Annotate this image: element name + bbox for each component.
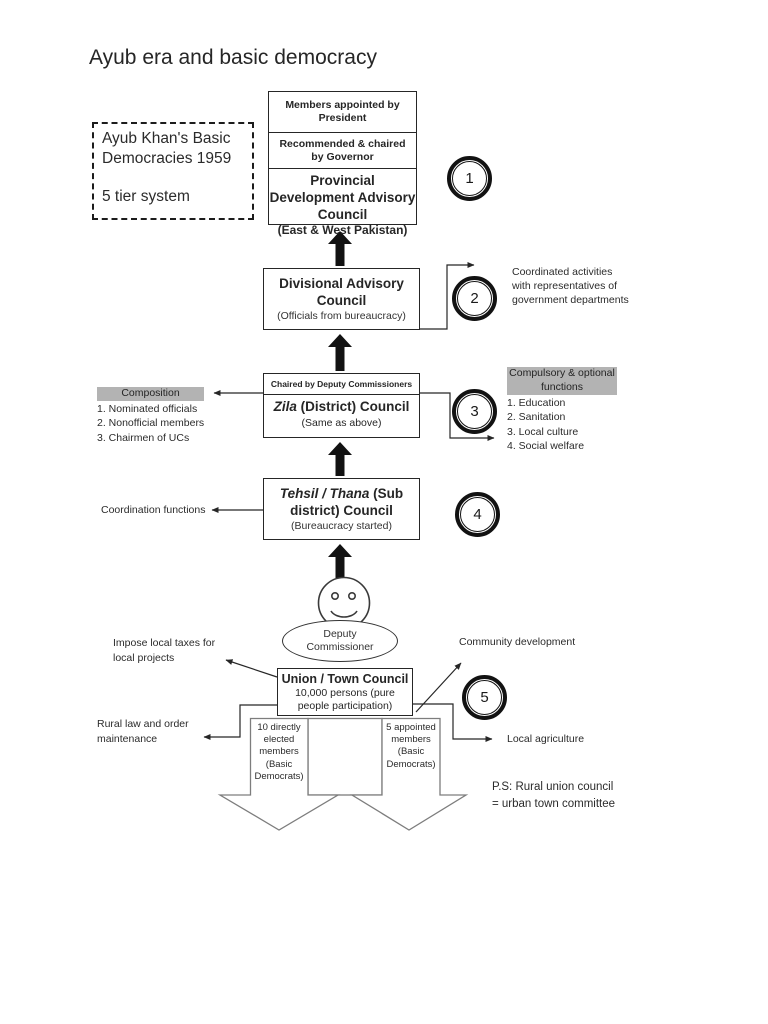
tier1-members-row: Members appointed by President — [269, 92, 416, 133]
tier2-number-badge: 2 — [452, 276, 497, 321]
connector-coordinated-activities — [420, 262, 475, 330]
composition-item: 1. Nominated officials — [97, 403, 198, 415]
intro-title: Ayub Khan's Basic Democracies 1959 — [102, 129, 231, 169]
tier4-number: 4 — [473, 506, 482, 523]
tier1-provincial-council-box: Members appointed by President Recommend… — [268, 91, 417, 237]
block-arrow-down-appointed — [349, 717, 469, 831]
intro-title-line2: Democracies 1959 — [102, 150, 232, 167]
page-title: Ayub era and basic democracy — [89, 46, 377, 69]
tier2-number: 2 — [470, 290, 479, 307]
tier5-council-name: Union / Town Council — [281, 672, 409, 686]
tier5-number-badge: 5 — [462, 675, 507, 720]
tier1-recommended-row: Recommended & chaired by Governor — [269, 133, 416, 169]
label-community-development: Community development — [459, 636, 576, 648]
tier4-annotation: Coordination functions — [101, 504, 206, 516]
flow-arrow-up-icon — [328, 334, 352, 371]
composition-list: 1. Nominated officials 2. Nonofficial me… — [97, 402, 204, 445]
flow-arrow-up-icon — [328, 231, 352, 266]
postscript-line2: = urban town committee — [492, 798, 616, 810]
tier2-divisional-council-box: Divisional Advisory Council (Officials f… — [263, 268, 420, 330]
flow-arrow-up-icon — [328, 544, 352, 578]
tier3-header: Chaired by Deputy Commissioners — [264, 374, 419, 395]
tier1-council-name: Provincial Development Advisory Council — [269, 173, 416, 222]
deputy-label-line1: Deputy — [323, 628, 357, 640]
functions-list: 1. Education 2. Sanitation 3. Local cult… — [507, 396, 584, 453]
tier2-council-note: (Officials from bureaucracy) — [277, 310, 406, 322]
connector-local-taxes — [225, 659, 278, 678]
tier3-council-name: Zila (District) Council — [264, 398, 419, 416]
connector-rural-law — [203, 704, 277, 740]
connector-community-development — [415, 662, 462, 713]
tier5-council-note: 10,000 persons (pure people participatio… — [295, 687, 395, 712]
tier1-council-name-row: Provincial Development Advisory Council … — [269, 169, 416, 237]
tier3-number: 3 — [470, 403, 479, 420]
label-rural-law: Rural law and order maintenance — [97, 718, 189, 745]
tier4-name-italic: Tehsil / Thana — [279, 486, 370, 501]
tier3-zila-council-box: Chaired by Deputy Commissioners Zila (Di… — [263, 373, 420, 438]
tier3-number-badge: 3 — [452, 389, 497, 434]
tier4-tehsil-council-box: Tehsil / Thana (Sub district) Council (B… — [263, 478, 420, 540]
deputy-commissioner-ellipse: Deputy Commissioner — [282, 620, 398, 662]
deputy-label-line2: Commissioner — [306, 641, 374, 653]
appointed-members-cell: 5 appointed members (Basic Democrats) — [386, 722, 436, 770]
composition-item: 3. Chairmen of UCs — [97, 431, 190, 444]
tier5-union-council-box: Union / Town Council 10,000 persons (pur… — [277, 668, 413, 716]
tier2-annotation: Coordinated activities with representati… — [512, 266, 629, 306]
member-table-middle-cell — [307, 717, 383, 796]
functions-item: 1. Education — [507, 397, 566, 409]
intro-title-line1: Ayub Khan's Basic — [102, 130, 231, 147]
tier4-name-rest: (Sub district) Council — [290, 486, 404, 518]
tier4-council-note: (Bureaucracy started) — [291, 520, 392, 532]
elected-members-cell: 10 directly elected members (Basic Democ… — [254, 722, 304, 782]
flow-arrow-up-icon — [328, 442, 352, 476]
tier3-name-italic: Zila — [273, 399, 297, 414]
label-local-taxes: Impose local taxes for local projects — [113, 637, 216, 664]
tier3-name-rest: (District) Council — [296, 399, 410, 414]
connector-local-agriculture — [413, 703, 493, 742]
tier3-council-note: (Same as above) — [301, 417, 382, 429]
tier4-council-name: Tehsil / Thana (Sub district) Council — [264, 485, 419, 519]
block-arrow-down-elected — [217, 717, 341, 831]
postscript-line1: P.S: Rural union council — [492, 781, 614, 793]
tier1-council-note: (East & West Pakistan) — [277, 223, 408, 237]
connector-functions — [420, 392, 495, 441]
tier1-number-badge: 1 — [447, 156, 492, 201]
postscript-note: P.S: Rural union council = urban town co… — [492, 779, 615, 813]
functions-heading: Compulsory & optional functions — [507, 367, 617, 395]
intro-dashed-box: Ayub Khan's Basic Democracies 1959 5 tie… — [92, 122, 254, 220]
tier1-number: 1 — [465, 170, 474, 187]
intro-subtitle: 5 tier system — [102, 188, 190, 205]
label-local-agriculture: Local agriculture — [507, 733, 585, 745]
tier2-council-name: Divisional Advisory Council — [279, 276, 404, 308]
composition-heading: Composition — [97, 387, 204, 401]
tier4-number-badge: 4 — [455, 492, 500, 537]
functions-item: 4. Social welfare — [507, 439, 585, 452]
tier5-number: 5 — [480, 689, 489, 706]
functions-item: 2. Sanitation — [507, 411, 566, 424]
composition-item: 2. Nonofficial members — [97, 417, 205, 430]
functions-item: 3. Local culture — [507, 425, 579, 438]
